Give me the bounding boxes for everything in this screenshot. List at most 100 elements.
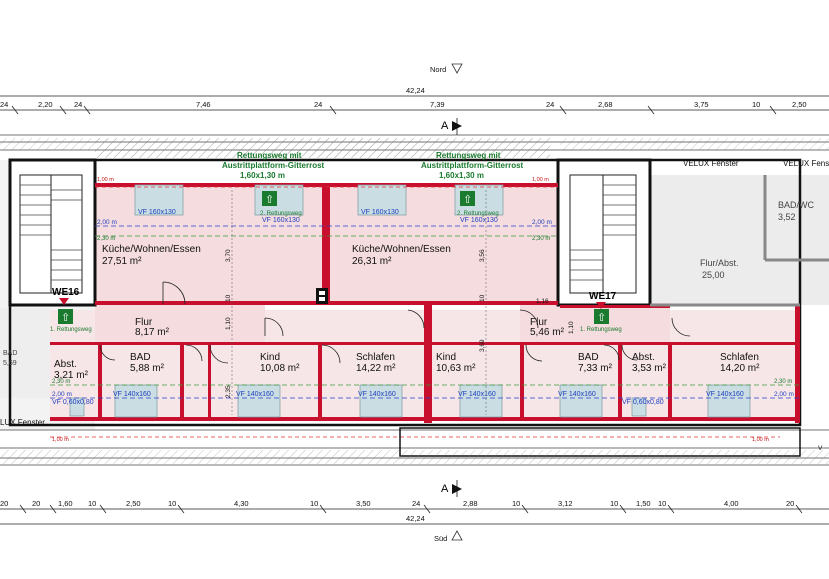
top-seg-6: 24 <box>546 100 554 109</box>
bottom-dim-ticks <box>19 504 803 514</box>
h3-label-tr: 2,30 m <box>532 236 550 242</box>
vf-bot-5: VF 140x160 <box>706 391 744 398</box>
h2-label-bl: 2,00 m <box>52 391 72 398</box>
bot-seg-3: 10 <box>88 499 96 508</box>
top-seg-3: 7,46 <box>196 100 211 109</box>
idim-6: 3,69 <box>479 339 486 352</box>
vf-small-1: VF 0,60x0,80 <box>622 399 664 406</box>
bottom-seg-dims: 20 20 1,60 10 2,50 10 4,30 10 3,50 24 2,… <box>0 499 794 508</box>
velux-2: VELUX Fenste <box>783 159 829 168</box>
bot-seg-16: 4,00 <box>724 499 739 508</box>
top-seg-9: 10 <box>752 100 760 109</box>
north-label: Nord <box>430 65 446 74</box>
first-escape-2: 1. Rettungsweg <box>580 327 622 333</box>
bot-seg-8: 3,50 <box>356 499 371 508</box>
idim-3: 2,35 <box>225 385 232 398</box>
bot-seg-0: 20 <box>0 499 8 508</box>
bot-seg-12: 3,12 <box>558 499 573 508</box>
second-escape-2: 2. Rettungsweg <box>457 211 499 217</box>
kind1-name: Kind <box>260 352 280 363</box>
flurabst-area: 25,00 <box>702 270 725 280</box>
escape-1-line2: Austrittplattform-Gitterrost <box>222 161 325 170</box>
vf-bot-0: VF 140x160 <box>113 391 151 398</box>
svg-text:⇧: ⇧ <box>463 193 472 206</box>
velux-labels: VELUX Fenster VELUX Fenste LUX Fenster <box>0 159 829 427</box>
schl1-name: Schlafen <box>356 352 395 363</box>
h3-label-br: 2,30 m <box>774 379 792 385</box>
bot-seg-2: 1,60 <box>58 499 73 508</box>
h1-label-br: 1,00 m <box>752 437 769 443</box>
escape-2-line3: 1,60x1,30 m <box>439 171 484 180</box>
escape-1-line1: Rettungsweg mit <box>237 151 302 160</box>
north-arrow-icon <box>451 63 463 74</box>
gray-walls <box>650 175 829 307</box>
vf-bot-3: VF 140x160 <box>458 391 496 398</box>
svg-text:⇧: ⇧ <box>265 193 274 206</box>
bot-seg-5: 10 <box>168 499 176 508</box>
stairwell-right <box>556 158 652 307</box>
idim-8: 1,10 <box>568 321 575 334</box>
schl1-area: 14,22 m² <box>356 363 396 374</box>
kwe1-area: 27,51 m² <box>102 256 142 267</box>
bot-seg-4: 2,50 <box>126 499 141 508</box>
abst1-area: 3,21 m² <box>54 370 89 381</box>
h2-label-tl: 2,00 m <box>97 219 117 226</box>
svg-text:⇧: ⇧ <box>61 311 70 324</box>
top-seg-8: 3,75 <box>694 100 709 109</box>
bottom-windows <box>69 384 751 418</box>
flur1-name: Flur <box>135 317 153 328</box>
vf-top-2: VF 160x130 <box>361 209 399 216</box>
shaft <box>316 288 328 304</box>
schl2-area: 14,20 m² <box>720 363 760 374</box>
h1-label-tr: 1,00 m <box>532 177 549 183</box>
bad1-area: 5,88 m² <box>130 363 165 374</box>
bottom-total-dim: 42,24 <box>406 514 425 523</box>
top-total-dim: 42,24 <box>406 86 425 95</box>
escape-2-line1: Rettungsweg mit <box>436 151 501 160</box>
h2-label-tr: 2,00 m <box>532 219 552 226</box>
abst2-name: Abst. <box>632 352 655 363</box>
flur1-area: 8,17 m² <box>135 327 170 338</box>
bot-seg-10: 2,88 <box>463 499 478 508</box>
vf-bot-2: VF 140x160 <box>358 391 396 398</box>
idim-1: 10 <box>225 294 232 302</box>
top-seg-2: 24 <box>74 100 82 109</box>
top-seg-0: 24 <box>0 100 8 109</box>
unit-we17: WE17 <box>589 291 617 302</box>
escape-1-line3: 1,60x1,30 m <box>240 171 285 180</box>
velux-left: LUX Fenster <box>0 418 45 427</box>
bad1-name: BAD <box>130 352 151 363</box>
rettungsweg-labels: 2. Rettungsweg 2. Rettungsweg 1. Rettung… <box>50 211 622 333</box>
section-marker-top: A <box>441 120 449 132</box>
height-lines <box>50 186 800 438</box>
h1-label-tl: 1,00 m <box>97 177 114 183</box>
bad2-area: 7,33 m² <box>578 363 613 374</box>
stairwell-left-steps <box>20 184 82 281</box>
first-escape-1: 1. Rettungsweg <box>50 327 92 333</box>
bot-seg-15: 10 <box>658 499 666 508</box>
top-seg-1: 2,20 <box>38 100 53 109</box>
top-seg-4: 24 <box>314 100 322 109</box>
roof-bottom-hatch <box>0 450 829 464</box>
vf-top-1: VF 160x130 <box>262 217 300 224</box>
dormer-roof-hatch <box>95 138 550 158</box>
vf-top-3: VF 160x130 <box>460 217 498 224</box>
kind2-name: Kind <box>436 352 456 363</box>
inner-dim-lines <box>231 190 487 415</box>
bot-seg-13: 10 <box>610 499 618 508</box>
stairwell-left <box>8 158 97 307</box>
vf-bot-4: VF 140x160 <box>558 391 596 398</box>
badwc-name: BAD/WC <box>778 200 815 210</box>
escape-route-2: Rettungsweg mit Austrittplattform-Gitter… <box>421 151 524 180</box>
door-swings <box>99 281 691 364</box>
bot-seg-7: 10 <box>310 499 318 508</box>
schl2-name: Schlafen <box>720 352 759 363</box>
badwc-area: 3,52 <box>778 212 796 222</box>
vf-top-0: VF 160x130 <box>138 209 176 216</box>
bot-seg-6: 4,30 <box>234 499 249 508</box>
top-dim-ticks <box>11 105 777 115</box>
velux-right-edge: V <box>818 445 823 452</box>
flurabst-name: Flur/Abst. <box>700 258 739 268</box>
bot-seg-14: 1,50 <box>636 499 651 508</box>
